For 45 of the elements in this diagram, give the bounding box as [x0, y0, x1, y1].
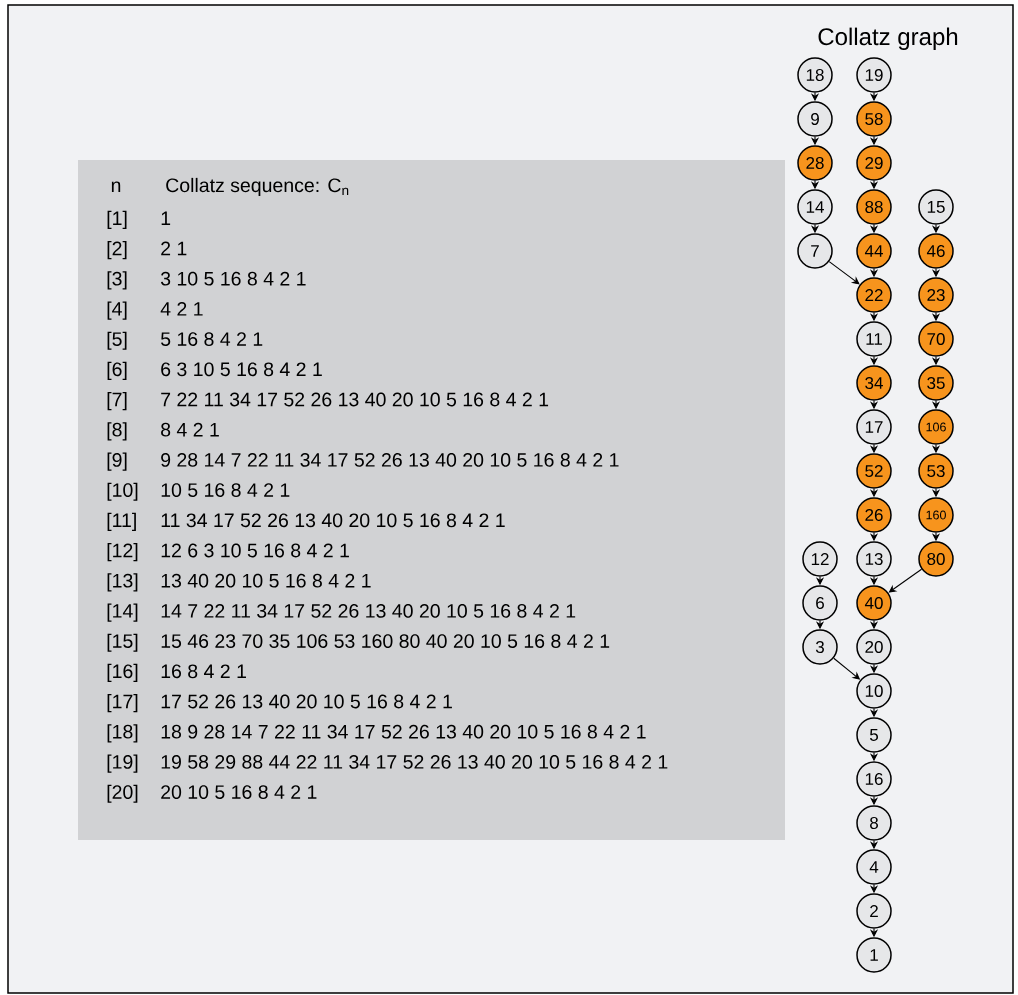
row-index: [16] [107, 663, 138, 683]
row-index: [13] [107, 573, 138, 592]
sequence-text: 10 5 16 8 4 2 1 [161, 483, 290, 497]
row-index: [7] [107, 392, 127, 411]
row-index: [8] [107, 422, 127, 441]
sequence-text: 3 10 5 16 8 4 2 1 [160, 271, 306, 286]
row-index: [6] [107, 361, 127, 381]
sequence-text: 18 9 28 14 7 22 11 34 17 52 26 13 40 20 10 5 16 8 4 2 1 [161, 724, 646, 739]
sequence-text: 8 4 2 1 [161, 422, 219, 437]
column-header: Collatz sequence: C$_{n}$ [166, 177, 349, 197]
row-index: [20] [107, 784, 138, 803]
sequence-text: 2 1 [161, 241, 187, 256]
sequence-text: 12 6 3 10 5 16 8 4 2 1 [161, 543, 349, 558]
row-index: [1] [107, 210, 127, 230]
sequence-text: 11 34 17 52 26 13 40 20 10 5 16 8 4 2 1 [161, 513, 505, 528]
sequence-text: 20 10 5 16 8 4 2 1 [161, 785, 317, 799]
row-index: [18] [107, 724, 138, 743]
row-index: [3] [107, 271, 127, 290]
row-index: [17] [107, 694, 138, 713]
row-index: [2] [107, 241, 127, 260]
column-header: n [111, 181, 121, 192]
sequence-text: 15 46 23 70 35 106 53 160 80 40 20 10 5 16 8 4 2 1 [161, 634, 610, 648]
row-index: [11] [107, 512, 136, 532]
row-index: [15] [107, 633, 138, 652]
sequence-text: 7 22 11 34 17 52 26 13 40 20 10 5 16 8 4 2 1 [161, 392, 549, 407]
sequence-text: 6 3 10 5 16 8 4 2 1 [161, 362, 322, 377]
row-index: [19] [107, 754, 138, 773]
sequence-text: 4 2 1 [160, 302, 203, 316]
sequence-text: 19 58 29 88 44 22 11 34 17 52 26 13 40 20 10 5 16 8 4 2 1 [161, 755, 668, 769]
arrow [828, 261, 860, 285]
sequence-text: 16 8 4 2 1 [161, 664, 246, 679]
sequence-text: 14 7 22 11 34 17 52 26 13 40 20 10 5 16 8 4 2 1 [161, 604, 576, 618]
sequence-text: 5 16 8 4 2 1 [161, 332, 263, 346]
row-index: [14] [107, 603, 138, 622]
sequence-text: 13 40 20 10 5 16 8 4 2 1 [161, 573, 371, 588]
sequence-text: 17 52 26 13 40 20 10 5 16 8 4 2 1 [161, 694, 452, 709]
graph-title: Collatz graph [818, 27, 958, 50]
row-index: [10] [107, 482, 138, 501]
row-index: [4] [107, 301, 127, 320]
sequence-text: 9 28 14 7 22 11 34 17 52 26 13 40 20 10 5 16 8 4 2 1 [161, 453, 619, 467]
row-index: [9] [107, 452, 127, 471]
row-index: [12] [107, 543, 138, 562]
arrow [888, 568, 923, 593]
sequence-text: 1 [161, 211, 171, 225]
row-index: [5] [107, 331, 127, 350]
